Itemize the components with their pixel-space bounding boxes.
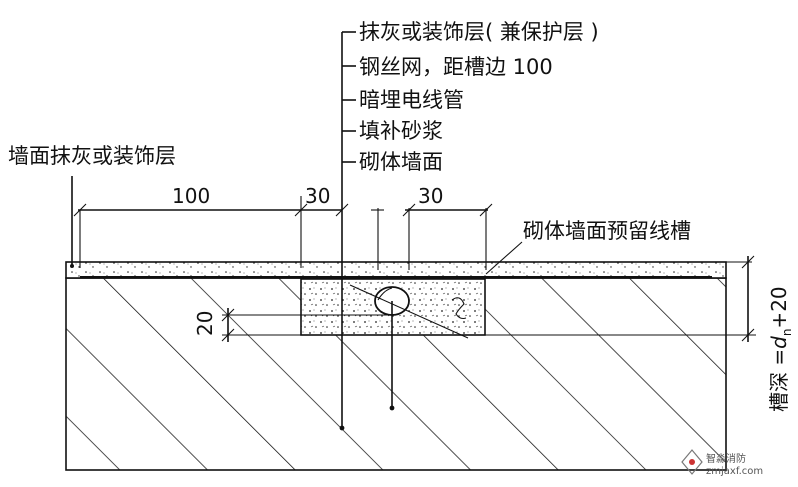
watermark: 智淼消防 zmjaxf.com [681,449,763,477]
leader-label-conduit: 暗埋电线管 [359,88,464,112]
mortar-mark [451,297,467,320]
leader-label-wire-mesh: 钢丝网，距槽边 100 [359,55,553,79]
leader-label-masonry: 砌体墙面 [359,150,443,174]
watermark-line2: zmjaxf.com [706,466,763,477]
depth-subscript: n [780,329,794,337]
dim-groove-offset-right: 30 [418,184,443,208]
groove-leader [485,241,523,275]
leader-label-plaster: 抹灰或装饰层( 兼保护层 ) [359,20,599,44]
dim-pipe-offset: 20 [193,311,217,336]
depth-suffix: +20 [767,286,791,328]
top-dimension-lines [73,196,493,270]
right-label: 砌体墙面预留线槽 [523,219,691,243]
groove-depth-dimension [485,255,756,342]
dim-groove-offset-left: 30 [305,184,330,208]
pipe-leader [349,284,469,339]
depth-symbol: d [767,336,791,349]
depth-label: 槽深 =dn+20 [767,286,794,412]
left-label: 墙面抹灰或装饰层 [8,144,176,168]
leader-label-mortar: 填补砂浆 [359,119,443,143]
pipe-offset-dimension [221,308,392,342]
watermark-logo-icon [681,449,703,475]
depth-prefix: 槽深 = [767,349,791,412]
dim-left-width: 100 [172,184,210,208]
plaster-layer [65,261,727,279]
watermark-line1: 智淼消防 [706,452,746,465]
callout-lines [70,31,395,431]
